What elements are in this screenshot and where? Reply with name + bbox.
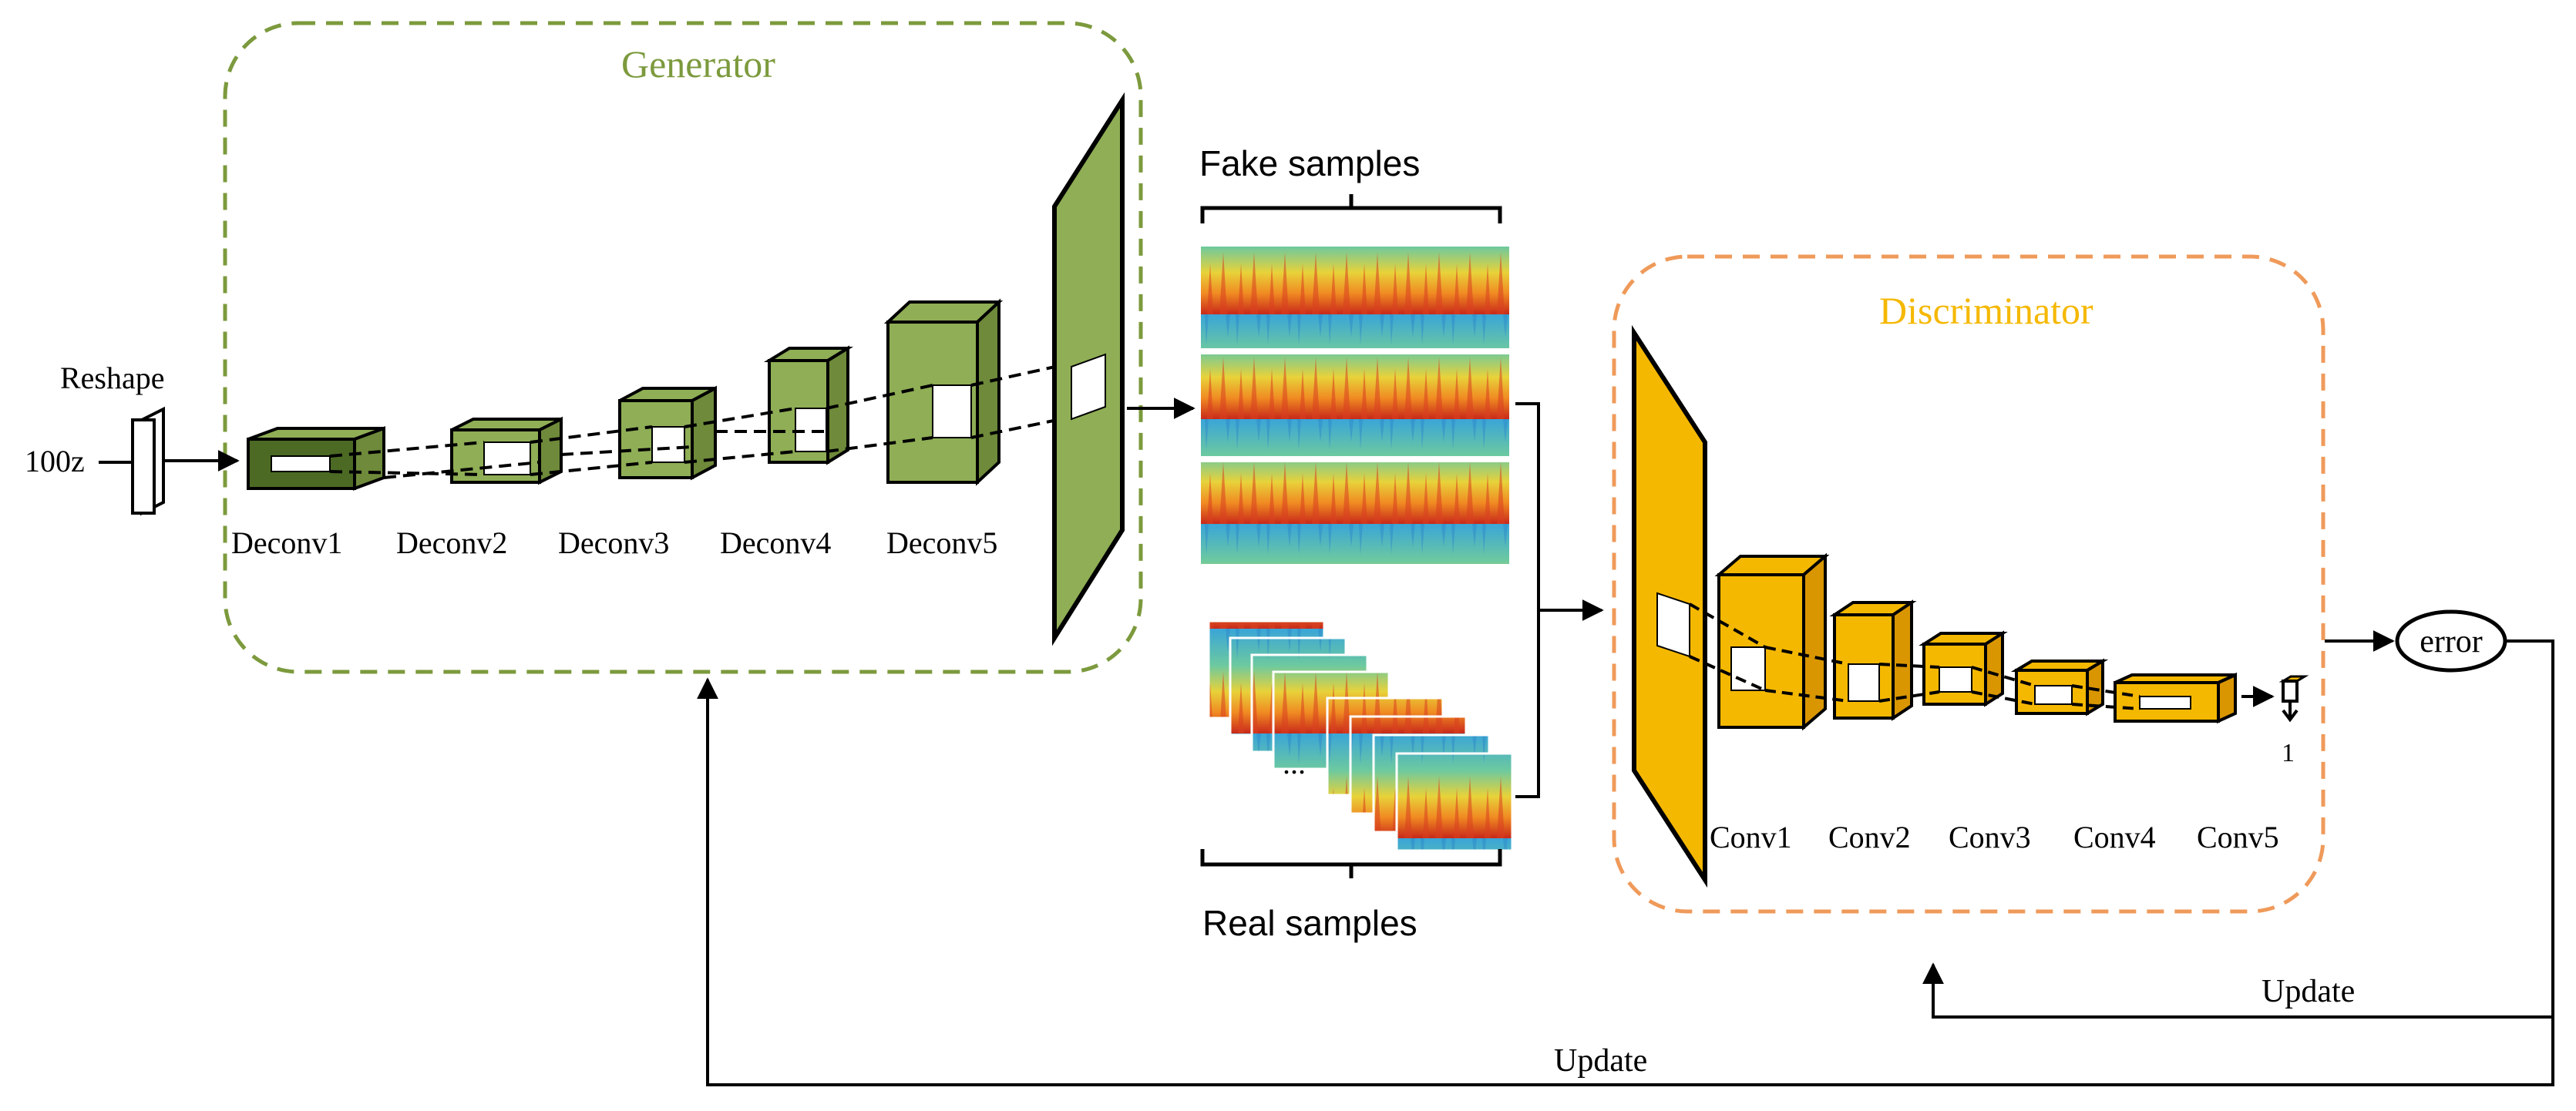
- generator-output-plane: [1052, 92, 1125, 646]
- real-samples-label: Real samples: [1202, 903, 1417, 943]
- generator-connectors: [329, 361, 1077, 479]
- conv2-block: [1829, 599, 1917, 721]
- conv5-label: Conv5: [2197, 820, 2279, 854]
- deconv4-block: [763, 345, 854, 465]
- discriminator-update-loop: [1922, 962, 2553, 1019]
- deconv5-block: [883, 298, 1004, 486]
- samples-merge-connector: [1515, 402, 1540, 798]
- deconv2-label: Deconv2: [396, 525, 507, 560]
- deconv5-label: Deconv5: [886, 525, 997, 560]
- conv3-block: [1919, 630, 2008, 707]
- discriminator-update-label: Update: [2262, 974, 2355, 1009]
- deconv3-label: Deconv3: [558, 525, 669, 560]
- conv1-block: [1714, 552, 1830, 731]
- discriminator-connectors: [1689, 602, 2141, 710]
- fake-samples-bracket: [1200, 194, 1502, 223]
- real-samples-ellipsis: ...: [1283, 746, 1306, 780]
- fake-spectrograms: [1198, 243, 1512, 567]
- deconv2-block: [450, 416, 563, 485]
- discriminator-box: [1612, 254, 2325, 914]
- conv5-block: [2114, 672, 2237, 724]
- real-spectrograms: [1207, 619, 1514, 852]
- discriminator-title: Discriminator: [1879, 289, 2093, 332]
- deconv1-label: Deconv1: [231, 525, 342, 560]
- noise-label: 100z: [25, 444, 85, 478]
- deconv4-label: Deconv4: [720, 525, 831, 560]
- real-samples-bracket: [1200, 849, 1502, 878]
- reshape-label: Reshape: [60, 361, 165, 395]
- generator-update-label: Update: [1554, 1043, 1647, 1079]
- generator-title: Generator: [621, 42, 775, 86]
- conv2-label: Conv2: [1828, 820, 1911, 854]
- conv4-label: Conv4: [2073, 820, 2156, 854]
- deconv1-block: [247, 426, 385, 491]
- output-label: 1: [2282, 739, 2295, 767]
- output-node: [2278, 675, 2309, 723]
- discriminator-input-plane: [1632, 324, 1707, 888]
- conv4-block: [2010, 658, 2109, 717]
- generator-update-loop: [697, 639, 2554, 1086]
- error-label: error: [2420, 624, 2483, 660]
- reshape-block: [131, 406, 165, 516]
- conv3-label: Conv3: [1949, 820, 2031, 854]
- error-node: error: [2395, 609, 2507, 673]
- fake-samples-label: Fake samples: [1199, 143, 1420, 183]
- generator-box: [223, 21, 1143, 674]
- conv1-label: Conv1: [1710, 820, 1792, 854]
